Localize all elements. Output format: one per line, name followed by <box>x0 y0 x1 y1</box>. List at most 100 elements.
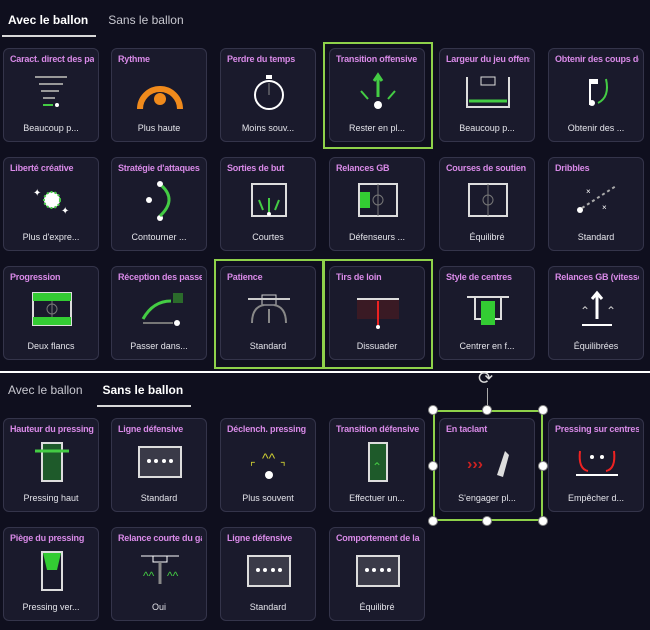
tactic-card[interactable]: Déclench. pressing ^^⌜⌝ Plus souvent <box>220 418 316 512</box>
card-value: Deux flancs <box>27 341 75 351</box>
resize-handle[interactable] <box>428 461 438 471</box>
tactic-card[interactable]: Progression Deux flancs <box>3 266 99 360</box>
card-title: Relances GB <box>336 163 390 173</box>
dribble-icon: ×× <box>577 185 617 213</box>
tactic-card[interactable]: Patience Standard <box>220 266 316 360</box>
card-title: Pressing sur centres <box>555 424 639 434</box>
flank-pitch-icon <box>32 292 72 326</box>
card-title: Tirs de loin <box>336 272 382 282</box>
card-value: Plus souvent <box>242 493 294 503</box>
card-value: Passer dans... <box>130 341 188 351</box>
tactic-card[interactable]: Tirs de loin Dissuader <box>329 266 425 360</box>
card-value: Rester en pl... <box>348 123 406 133</box>
tactic-card[interactable]: Transition défensive ⌃ Effectuer un... <box>329 418 425 512</box>
tactic-card[interactable]: Relance courte du gardien ^^^^ Oui <box>111 527 207 621</box>
card-title: Ligne défensive <box>227 533 293 543</box>
tactic-card[interactable]: Stratégie d'attaques placées Contourner … <box>111 157 207 251</box>
card-value: Empêcher d... <box>567 493 625 503</box>
rotate-handle-icon[interactable]: ⟳ <box>478 368 494 388</box>
tactic-card[interactable]: Relances GB (vitesse) ⌃⌃ Équilibrées <box>548 266 644 360</box>
tactic-card[interactable]: Caract. direct des passes Beaucoup p... <box>3 48 99 142</box>
svg-text:^^: ^^ <box>167 569 179 583</box>
sparkle-ball-icon: ✦✦ <box>33 188 69 217</box>
tab-with-ball[interactable]: Avec le ballon <box>8 383 83 397</box>
card-value: Pressing ver... <box>22 602 80 612</box>
tactic-card[interactable]: Réception des passes Passer dans... <box>111 266 207 360</box>
tactic-card[interactable]: Courses de soutien Équilibré <box>439 157 535 251</box>
resize-handle[interactable] <box>428 516 438 526</box>
tactic-card[interactable]: Hauteur du pressing Pressing haut <box>3 418 99 512</box>
card-value: Effectuer un... <box>349 493 405 503</box>
tactic-card[interactable]: Largeur du jeu offensif Beaucoup p... <box>439 48 535 142</box>
tactic-card[interactable]: Relances GB Défenseurs ... <box>329 157 425 251</box>
tactic-card[interactable]: Ligne défensive Standard <box>111 418 207 512</box>
svg-text:✦: ✦ <box>61 206 69 217</box>
card-value: Équilibrées <box>573 341 619 351</box>
cross-style-icon <box>467 296 509 325</box>
svg-text:⌃: ⌃ <box>372 460 382 474</box>
resize-handle[interactable] <box>538 461 548 471</box>
press-trap-icon <box>41 551 63 591</box>
tab-without-ball[interactable]: Sans le ballon <box>108 13 184 27</box>
resize-handle[interactable] <box>482 405 492 415</box>
curve-attack-icon <box>146 181 171 221</box>
tactic-card[interactable]: Ligne défensive Standard <box>220 527 316 621</box>
card-title: Relances GB (vitesse) <box>555 272 639 282</box>
tactic-card[interactable]: Comportement de la ligne Équilibré <box>329 527 425 621</box>
card-title: Hauteur du pressing <box>10 424 94 434</box>
tab-without-ball[interactable]: Sans le ballon <box>96 379 191 407</box>
tactic-card[interactable]: Style de centres Centrer en f... <box>439 266 535 360</box>
stopwatch-icon <box>254 75 284 110</box>
tactic-card[interactable]: Perdre du temps Moins souv... <box>220 48 316 142</box>
card-value: Beaucoup p... <box>459 123 515 133</box>
card-title: Transition offensive <box>336 54 418 64</box>
card-title: Courses de soutien <box>446 163 526 173</box>
tactic-card[interactable]: Pressing sur centres Empêcher d... <box>548 418 644 512</box>
card-title: Liberté créative <box>10 163 74 173</box>
card-title: Piège du pressing <box>10 533 85 543</box>
tactic-card[interactable]: Dribbles ×× Standard <box>548 157 644 251</box>
svg-text:⌝: ⌝ <box>280 460 286 474</box>
resize-handle[interactable] <box>538 516 548 526</box>
card-title: Dribbles <box>555 163 590 173</box>
svg-text:›››: ››› <box>467 456 483 473</box>
tactic-card[interactable]: Obtenir des coups de pied Obtenir des ..… <box>548 48 644 142</box>
card-title: Stratégie d'attaques placées <box>118 163 202 173</box>
tactic-card[interactable]: En taclant ››› S'engager pl... <box>439 418 535 512</box>
card-value: Contourner ... <box>131 232 187 242</box>
resize-handle[interactable] <box>428 405 438 415</box>
resize-handle[interactable] <box>538 405 548 415</box>
cross-press-icon <box>576 450 618 476</box>
card-value: Obtenir des ... <box>567 123 625 133</box>
bottom-tabs: Avec le ballon Sans le ballon <box>6 375 201 407</box>
tab-with-ball[interactable]: Avec le ballon <box>1 9 97 37</box>
tactic-card[interactable]: Transition offensive Rester en pl... <box>329 48 425 142</box>
tactic-card[interactable]: Rythme Plus haute <box>111 48 207 142</box>
svg-text:^^: ^^ <box>143 569 155 583</box>
card-value: Défenseurs ... <box>348 232 406 242</box>
svg-text:⌃: ⌃ <box>580 304 590 318</box>
svg-text:✦: ✦ <box>33 188 41 199</box>
patience-icon <box>248 294 290 324</box>
card-value: Standard <box>249 341 287 351</box>
resize-handle[interactable] <box>482 516 492 526</box>
card-title: Perdre du temps <box>227 54 296 64</box>
card-title: Progression <box>10 272 61 282</box>
card-value: Beaucoup p... <box>23 123 79 133</box>
def-line-icon <box>138 446 182 478</box>
card-value: Pressing haut <box>23 493 79 503</box>
rotation-stem <box>487 388 488 410</box>
card-title: Déclench. pressing <box>227 424 306 434</box>
tactic-card[interactable]: Liberté créative ✦✦ Plus d'expre... <box>3 157 99 251</box>
card-title: Relance courte du gardien <box>118 533 202 543</box>
short-gk-icon: ^^ ^^ <box>141 555 179 584</box>
card-value: Standard <box>577 232 615 242</box>
svg-text:×: × <box>586 187 591 196</box>
card-title: Obtenir des coups de pied <box>555 54 639 64</box>
corner-flag-icon <box>589 78 608 106</box>
def-line-icon <box>247 555 291 587</box>
tactic-card[interactable]: Piège du pressing Pressing ver... <box>3 527 99 621</box>
card-value: S'engager pl... <box>458 493 516 503</box>
tactic-card[interactable]: Sorties de but Courtes <box>220 157 316 251</box>
card-title: En taclant <box>446 424 488 434</box>
